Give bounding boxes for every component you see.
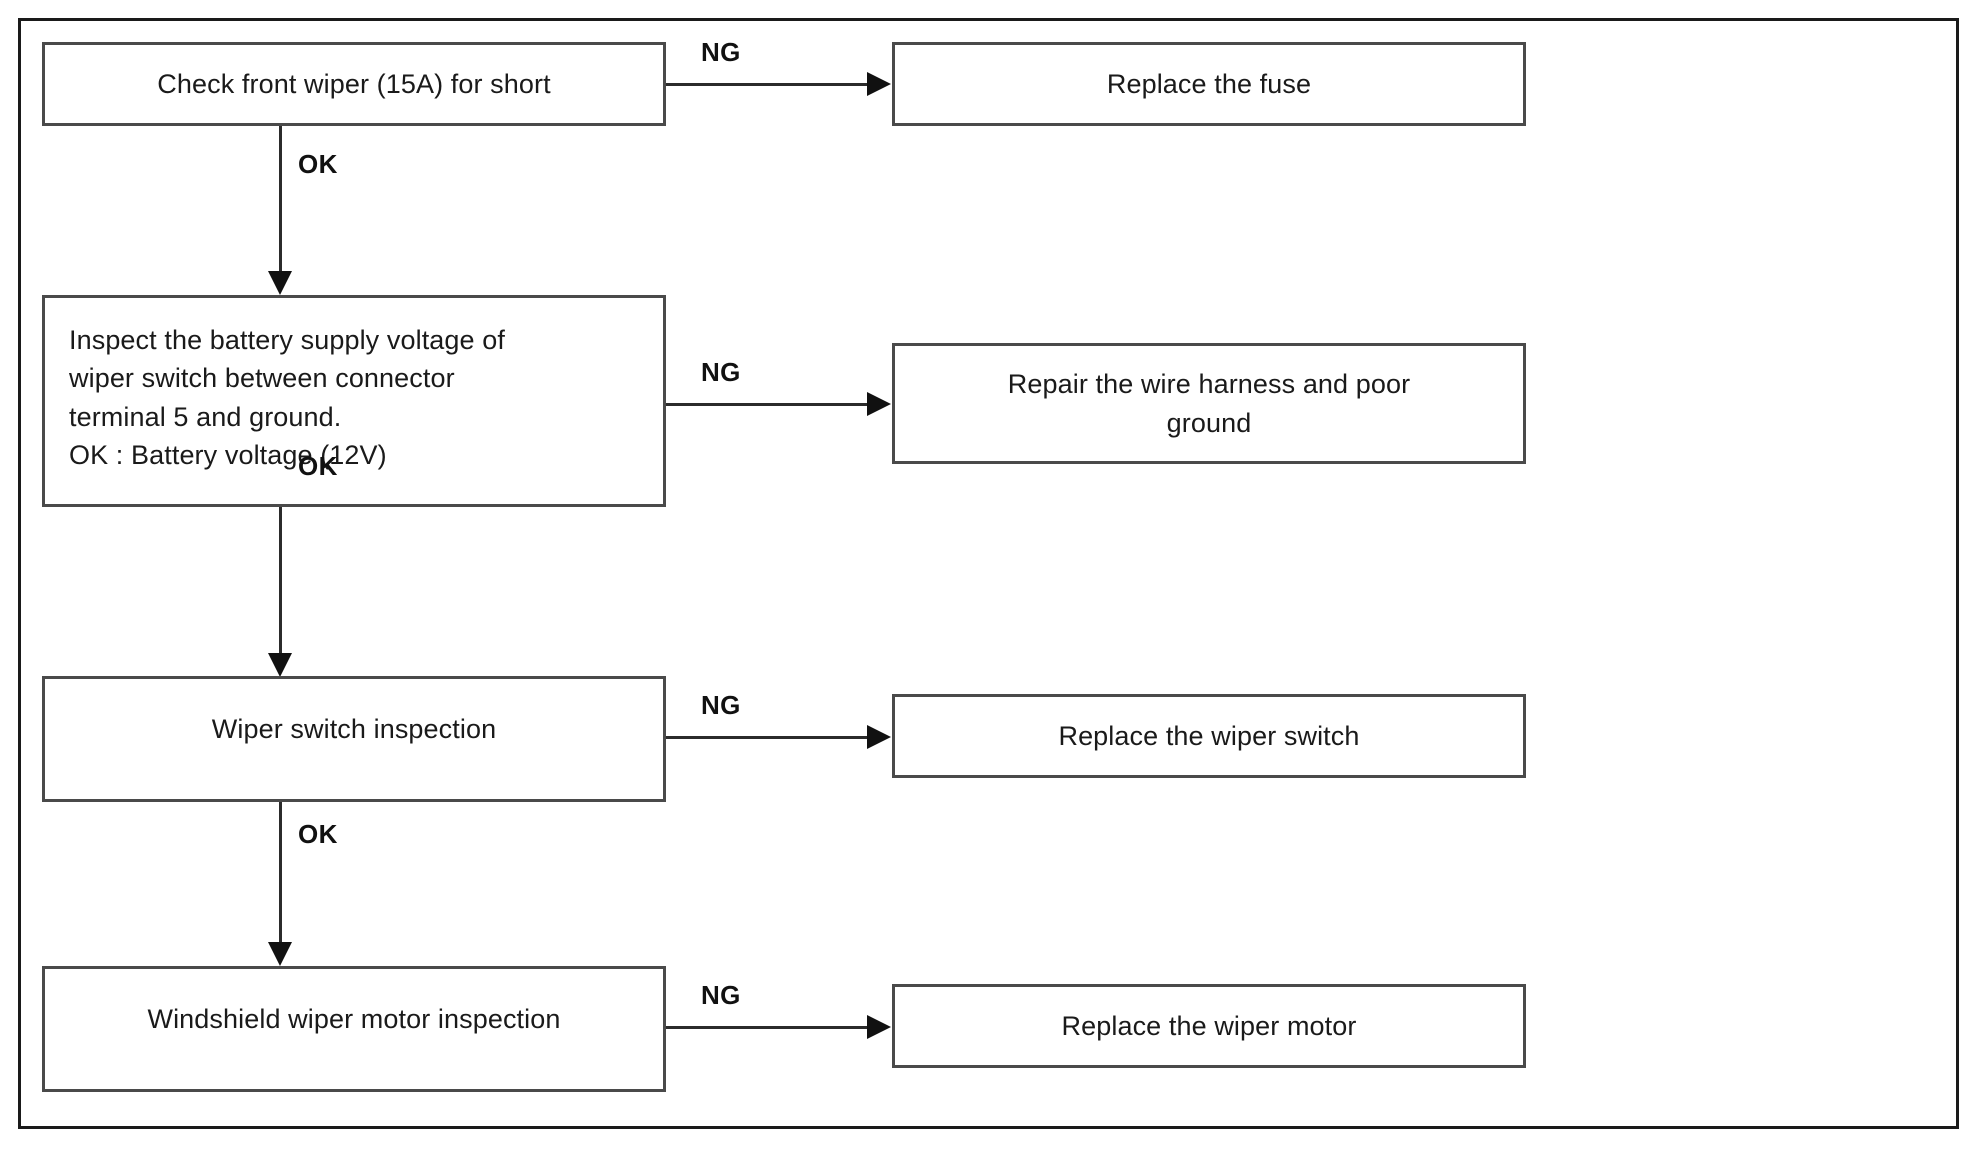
action-box-repair-wire-harness[interactable]: Repair the wire harness and poor ground bbox=[892, 343, 1526, 464]
check-box-battery-supply-voltage-label: Inspect the battery supply voltage of wi… bbox=[69, 325, 505, 470]
ng-label-2: NG bbox=[701, 357, 741, 387]
ng-label-3: NG bbox=[701, 690, 741, 720]
ok-connector-line-2 bbox=[279, 507, 282, 653]
ng-label-1: NG bbox=[701, 37, 741, 67]
check-box-front-wiper-fuse-label: Check front wiper (15A) for short bbox=[157, 68, 551, 99]
check-box-wiper-switch-inspection-label: Wiper switch inspection bbox=[211, 714, 497, 744]
action-box-repair-wire-harness-label: Repair the wire harness and poor ground bbox=[1007, 369, 1411, 438]
action-box-replace-wiper-motor[interactable]: Replace the wiper motor bbox=[892, 984, 1526, 1068]
ng-arrow-head-1 bbox=[867, 72, 891, 96]
ng-connector-line-2 bbox=[666, 403, 869, 406]
ok-arrow-head-3 bbox=[268, 942, 292, 966]
ng-arrow-head-4 bbox=[867, 1015, 891, 1039]
ok-arrow-head-2 bbox=[268, 653, 292, 677]
ok-label-2: OK bbox=[298, 451, 338, 481]
ng-arrow-head-3 bbox=[867, 725, 891, 749]
check-box-battery-supply-voltage[interactable]: Inspect the battery supply voltage of wi… bbox=[42, 295, 666, 507]
ng-connector-line-4 bbox=[666, 1026, 869, 1029]
ok-arrow-head-1 bbox=[268, 271, 292, 295]
check-box-front-wiper-fuse[interactable]: Check front wiper (15A) for short bbox=[42, 42, 666, 126]
ok-label-3: OK bbox=[298, 819, 338, 849]
diagram-frame: Check front wiper (15A) for short NG Rep… bbox=[18, 18, 1959, 1129]
ok-connector-line-3 bbox=[279, 802, 282, 942]
action-box-replace-wiper-motor-label: Replace the wiper motor bbox=[1061, 1010, 1357, 1041]
ng-arrow-head-2 bbox=[867, 392, 891, 416]
action-box-replace-wiper-switch[interactable]: Replace the wiper switch bbox=[892, 694, 1526, 778]
ng-connector-line-1 bbox=[666, 83, 869, 86]
check-box-windshield-wiper-motor-inspection[interactable]: Windshield wiper motor inspection bbox=[42, 966, 666, 1092]
ng-connector-line-3 bbox=[666, 736, 869, 739]
action-box-replace-fuse[interactable]: Replace the fuse bbox=[892, 42, 1526, 126]
check-box-wiper-switch-inspection[interactable]: Wiper switch inspection bbox=[42, 676, 666, 802]
action-box-replace-wiper-switch-label: Replace the wiper switch bbox=[1058, 720, 1360, 751]
ok-connector-line-1 bbox=[279, 126, 282, 271]
ok-label-1: OK bbox=[298, 149, 338, 179]
check-box-windshield-wiper-motor-inspection-label: Windshield wiper motor inspection bbox=[147, 1004, 561, 1034]
action-box-replace-fuse-label: Replace the fuse bbox=[1106, 68, 1312, 99]
ng-label-4: NG bbox=[701, 980, 741, 1010]
